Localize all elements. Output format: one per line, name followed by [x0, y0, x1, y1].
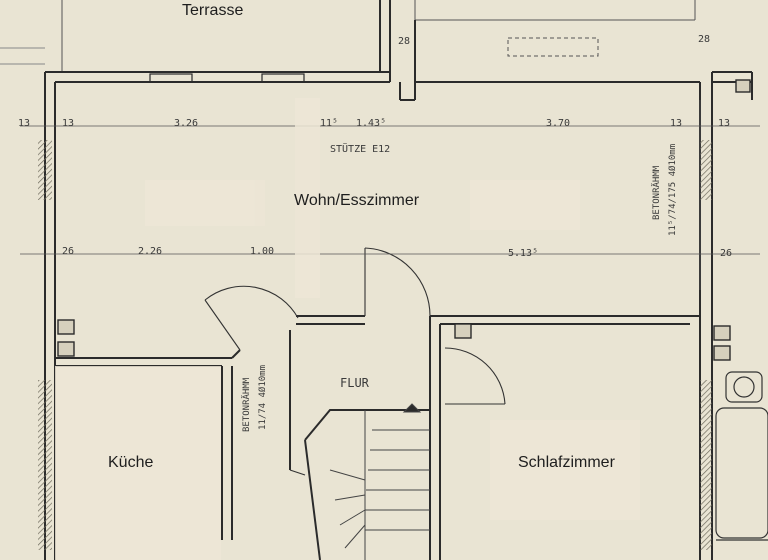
- chimney-ducts: [57, 79, 751, 361]
- dim-1435: 1.43⁵: [356, 118, 387, 129]
- dim-13-left-2: 13: [62, 118, 75, 129]
- staircase: [329, 403, 430, 560]
- dim-26-right: 26: [720, 248, 733, 259]
- lintel-left-size: 11/74 4Ø10mm: [258, 364, 268, 430]
- dim-370: 3.70: [546, 118, 571, 129]
- dim-326: 3.26: [174, 118, 199, 129]
- dim-28-top: 28: [398, 36, 411, 47]
- dim-13-left: 13: [18, 118, 31, 129]
- room-label-kitchen: Küche: [108, 454, 154, 471]
- dim-100: 1.00: [250, 246, 275, 257]
- windows: [149, 73, 305, 83]
- dim-226: 2.26: [138, 246, 163, 257]
- lintel-right-size: 11⁵/74/175 4Ø10mm: [668, 143, 678, 236]
- label-backgrounds: [55, 98, 640, 560]
- wall-hatching: [38, 140, 712, 550]
- dim-13-right: 13: [670, 118, 683, 129]
- dim-115: 11⁵: [320, 118, 339, 129]
- lintel-left-label: BETONRÄHMM: [242, 377, 252, 432]
- room-label-hall: FLUR: [340, 376, 369, 390]
- lintel-right-label: BETONRÄHMM: [652, 165, 662, 220]
- room-label-living: Wohn/Esszimmer: [294, 192, 420, 209]
- dim-13-right-2: 13: [718, 118, 731, 129]
- doors: [204, 247, 506, 476]
- bath-fixtures: [715, 371, 768, 541]
- support-label: STÜTZE E12: [330, 144, 391, 155]
- room-label-bedroom: Schlafzimmer: [518, 454, 615, 471]
- dim-26-left: 26: [62, 246, 75, 257]
- dim-28-top-right: 28: [698, 34, 711, 45]
- terrace-area: [0, 0, 696, 72]
- dim-5135: 5.13⁵: [508, 248, 539, 259]
- dimension-lines: [20, 100, 760, 290]
- room-label-terrace: Terrasse: [182, 2, 244, 19]
